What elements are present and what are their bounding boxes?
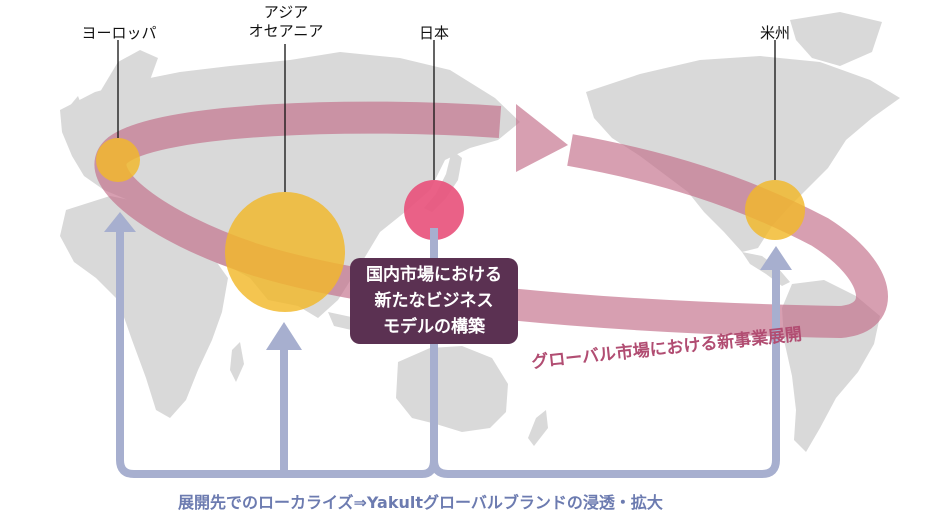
domestic-business-model-box: 国内市場における 新たなビジネス モデルの構築 xyxy=(350,258,518,344)
japan-landmass xyxy=(424,150,462,212)
bracket-path xyxy=(116,224,780,478)
japan-label: 日本 xyxy=(418,24,449,42)
asia-oceania-label: アジア オセアニア xyxy=(248,3,324,40)
uk-landmass xyxy=(68,96,84,124)
europe-circle xyxy=(96,138,140,182)
madagascar-landmass xyxy=(230,342,244,382)
north-america-landmass xyxy=(586,56,900,252)
ellipse-arrow-head xyxy=(516,104,568,172)
new-zealand-landmass xyxy=(528,410,548,446)
bracket-arrowheads xyxy=(104,212,792,350)
americas-label: 米州 xyxy=(759,24,790,42)
americas-arrowhead xyxy=(760,246,792,270)
leader-lines xyxy=(117,40,776,192)
greenland-landmass xyxy=(790,12,882,66)
localization-bracket xyxy=(116,224,780,478)
scandinavia-landmass xyxy=(100,50,158,102)
japan-circle xyxy=(404,180,464,240)
asia-arrowhead xyxy=(266,322,302,350)
localization-caption: 展開先でのローカライズ⇒Yakultグローバルブランドの浸透・拡大 xyxy=(178,493,663,512)
australia-landmass xyxy=(396,346,508,432)
europe-arrowhead xyxy=(104,212,136,232)
africa-landmass xyxy=(60,196,228,418)
asia-oceania-circle xyxy=(225,192,345,312)
europe-label: ヨーロッパ xyxy=(81,24,157,42)
americas-circle xyxy=(745,180,805,240)
